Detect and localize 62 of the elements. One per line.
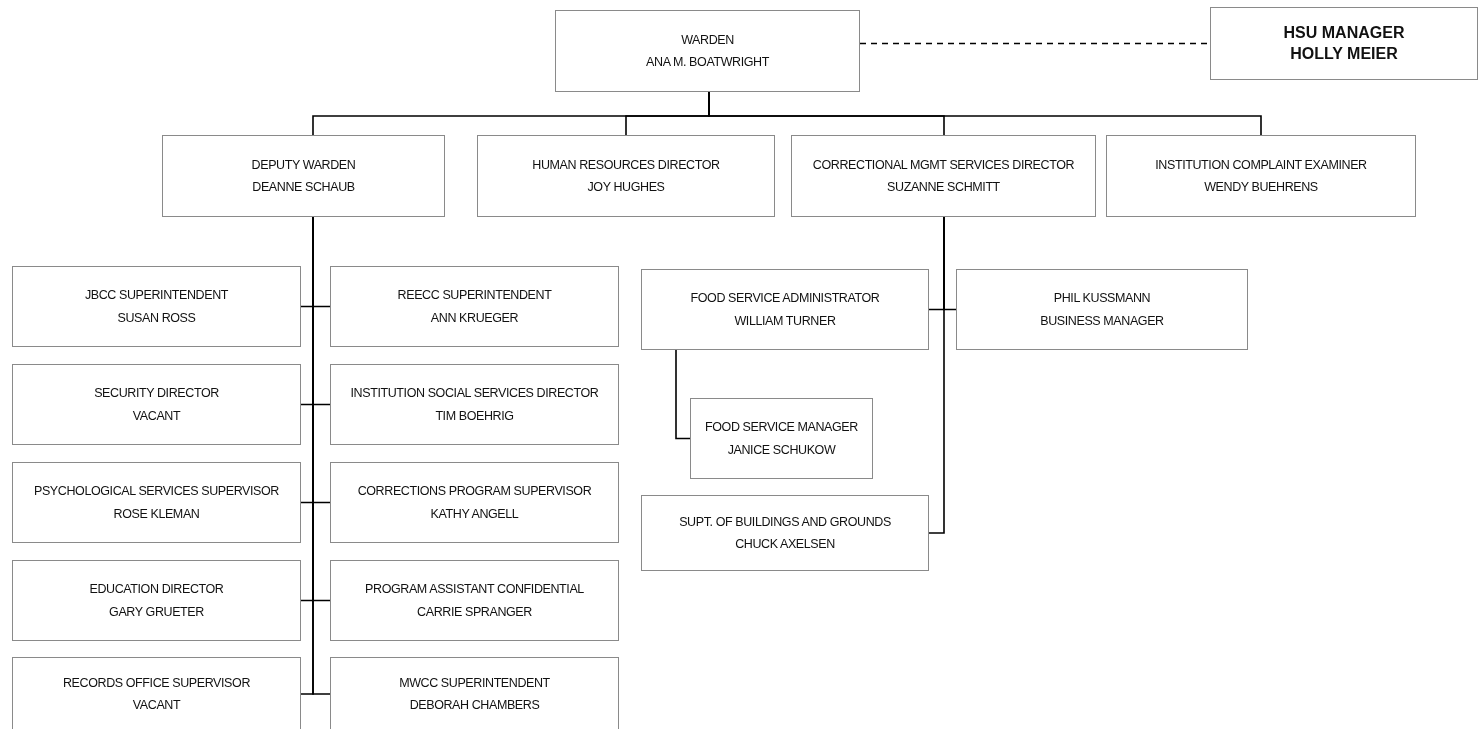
- org-box: [330, 560, 619, 641]
- person-name: KATHY ANGELL: [430, 506, 519, 521]
- role-title: SUPT. OF BUILDINGS AND GROUNDS: [679, 514, 891, 529]
- person-name: HOLLY MEIER: [1290, 44, 1398, 63]
- person-name: SUSAN ROSS: [117, 310, 196, 325]
- role-title: RECORDS OFFICE SUPERVISOR: [63, 675, 250, 690]
- org-box: [330, 266, 619, 347]
- org-box: [12, 462, 301, 543]
- connector-line: [928, 216, 945, 534]
- role-title: HSU MANAGER: [1283, 24, 1405, 43]
- org-box: [12, 364, 301, 445]
- person-name: BUSINESS MANAGER: [1040, 313, 1164, 328]
- org-box: [12, 560, 301, 641]
- person-name: WENDY BUEHRENS: [1204, 180, 1318, 195]
- role-title: CORRECTIONS PROGRAM SUPERVISOR: [357, 484, 592, 499]
- person-name: VACANT: [132, 408, 181, 423]
- role-title: SECURITY DIRECTOR: [94, 386, 219, 401]
- person-name: WILLIAM TURNER: [734, 313, 836, 328]
- org-box: [641, 495, 929, 571]
- org-box: [12, 266, 301, 347]
- role-title: INSTITUTION SOCIAL SERVICES DIRECTOR: [350, 386, 599, 401]
- role-title: HUMAN RESOURCES DIRECTOR: [532, 157, 720, 172]
- role-title: CORRECTIONAL MGMT SERVICES DIRECTOR: [812, 157, 1075, 172]
- org-box: [477, 135, 775, 217]
- org-box: [12, 657, 301, 729]
- person-name: SUZANNE SCHMITT: [887, 180, 1000, 195]
- person-name: GARY GRUETER: [109, 604, 204, 619]
- org-box: [690, 398, 873, 479]
- person-name: CHUCK AXELSEN: [735, 537, 835, 552]
- role-title: PROGRAM ASSISTANT CONFIDENTIAL: [365, 582, 584, 597]
- role-title: FOOD SERVICE ADMINISTRATOR: [690, 291, 880, 306]
- org-box: [791, 135, 1096, 217]
- role-title: INSTITUTION COMPLAINT EXAMINER: [1155, 157, 1367, 172]
- person-name: CARRIE SPRANGER: [417, 604, 532, 619]
- person-name: TIM BOEHRIG: [435, 408, 514, 423]
- role-title: MWCC SUPERINTENDENT: [399, 675, 550, 690]
- role-title: FOOD SERVICE MANAGER: [705, 420, 858, 435]
- role-title: REECC SUPERINTENDENT: [397, 288, 552, 303]
- org-box: [956, 269, 1248, 350]
- org-box: [555, 10, 860, 92]
- person-name: JANICE SCHUKOW: [727, 442, 836, 457]
- org-box: [330, 462, 619, 543]
- org-box: [330, 657, 619, 729]
- role-title: EDUCATION DIRECTOR: [89, 582, 224, 597]
- person-name: DEANNE SCHAUB: [252, 180, 355, 195]
- org-box: [330, 364, 619, 445]
- role-title: PHIL KUSSMANN: [1053, 291, 1151, 306]
- role-title: WARDEN: [681, 32, 734, 47]
- role-title: JBCC SUPERINTENDENT: [84, 288, 229, 303]
- person-name: JOY HUGHES: [587, 180, 665, 195]
- person-name: DEBORAH CHAMBERS: [409, 698, 540, 713]
- person-name: ROSE KLEMAN: [113, 506, 200, 521]
- person-name: ANA M. BOATWRIGHT: [646, 55, 769, 70]
- org-box: [162, 135, 445, 217]
- connector-line: [675, 349, 691, 440]
- person-name: ANN KRUEGER: [430, 310, 519, 325]
- org-box: [1106, 135, 1416, 217]
- org-box: [641, 269, 929, 350]
- role-title: PSYCHOLOGICAL SERVICES SUPERVISOR: [34, 484, 279, 499]
- role-title: DEPUTY WARDEN: [251, 157, 356, 172]
- org-box: [1210, 7, 1478, 80]
- person-name: VACANT: [132, 698, 181, 713]
